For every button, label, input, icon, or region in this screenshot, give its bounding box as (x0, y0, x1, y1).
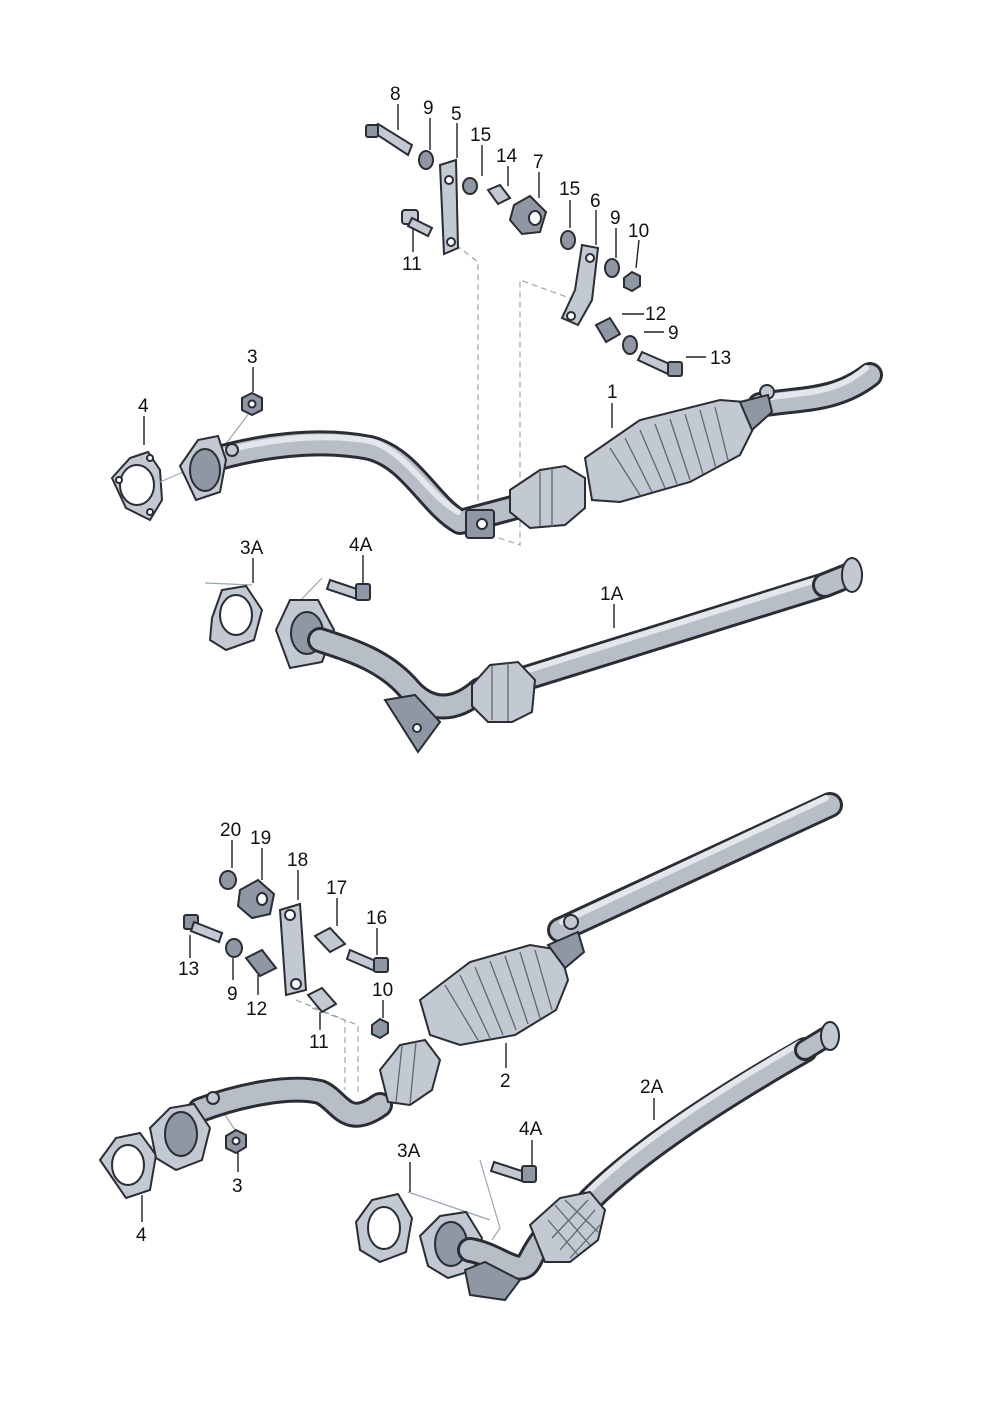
guide-line (407, 1191, 491, 1221)
label-12: 12 (246, 999, 267, 1020)
label-3: 3 (247, 347, 258, 368)
washer-icon (604, 258, 620, 278)
label-2: 2 (500, 1071, 511, 1092)
label-4: 4 (138, 396, 149, 417)
exhaust-pipe-icon (457, 1021, 840, 1281)
label-12: 12 (645, 304, 666, 325)
label-19: 19 (250, 828, 271, 849)
label-8: 8 (390, 84, 401, 105)
label-3: 3 (232, 1176, 243, 1197)
label-1A: 1A (600, 584, 624, 605)
washer-icon (622, 335, 638, 355)
assembly-2 (98, 792, 843, 1200)
bolt-icon (636, 350, 683, 377)
leader-lines (141, 104, 706, 1222)
washer-icon (462, 177, 478, 195)
mount-guide-line (455, 244, 479, 520)
label-6: 6 (590, 191, 601, 212)
label-5: 5 (451, 104, 462, 125)
bolt-icon (345, 948, 389, 973)
nut-icon (623, 270, 641, 293)
mount-guide-line (311, 1007, 359, 1095)
spacer-sleeve-icon (594, 316, 622, 344)
flange-gasket-icon (110, 450, 164, 522)
label-17: 17 (326, 878, 347, 899)
catalytic-converter-icon (418, 930, 586, 1047)
assembly-2A (354, 1021, 840, 1302)
label-20: 20 (220, 820, 241, 841)
spacer-sleeve-icon (244, 948, 278, 978)
exhaust-pipe-icon (187, 792, 843, 1128)
label-7: 7 (533, 152, 544, 173)
bracket-icon (278, 902, 308, 997)
pipe-flange-icon (148, 1102, 212, 1172)
spacer-sleeve-icon (313, 926, 347, 954)
bolt-icon (401, 209, 434, 238)
exhaust-pipe-icon (192, 362, 883, 535)
washer-icon (418, 150, 434, 170)
label-2A: 2A (640, 1077, 664, 1098)
rubber-mount-icon (236, 878, 276, 920)
spacer-sleeve-icon (486, 183, 512, 206)
flange-gasket-icon (354, 1192, 414, 1264)
catalytic-converter-icon (509, 464, 586, 530)
assembly-1A (204, 557, 863, 754)
bracket-icon (560, 243, 600, 327)
rubber-mount-icon (508, 194, 548, 236)
label-4A: 4A (349, 535, 373, 556)
label-10: 10 (628, 221, 649, 242)
pipe-shield-icon (463, 1260, 522, 1302)
bolt-icon (325, 578, 371, 601)
washer-icon (560, 230, 576, 250)
bracket-icon (438, 158, 460, 256)
bolt-icon (365, 122, 414, 157)
spacer-sleeve-icon (306, 986, 338, 1014)
label-9: 9 (227, 984, 238, 1005)
label-3A: 3A (240, 538, 264, 559)
label-3A: 3A (397, 1141, 421, 1162)
flange-gasket-icon (208, 584, 264, 652)
label-13: 13 (178, 959, 199, 980)
label-18: 18 (287, 850, 308, 871)
washer-icon (225, 938, 243, 958)
guide-line (204, 582, 253, 586)
nut-icon (371, 1017, 389, 1040)
label-11: 11 (402, 254, 422, 275)
bolt-icon (489, 1160, 537, 1183)
label-13: 13 (710, 348, 731, 369)
label-11: 11 (309, 1032, 329, 1053)
part-number-labels: 8 9 5 15 14 7 11 15 6 9 10 12 9 13 1 3 4… (136, 84, 731, 1246)
bracket-icon (383, 693, 442, 754)
guide-line (479, 1159, 501, 1241)
catalytic-converter-icon (378, 1038, 442, 1107)
label-14: 14 (496, 146, 518, 167)
exhaust-pipe-icon (307, 557, 863, 720)
flex-section-icon (528, 1190, 607, 1263)
label-9: 9 (610, 208, 621, 229)
label-4A: 4A (519, 1119, 543, 1140)
label-10: 10 (372, 980, 393, 1001)
pipe-flange-icon (178, 434, 228, 502)
label-16: 16 (366, 908, 387, 929)
label-1: 1 (607, 382, 618, 403)
label-15: 15 (559, 179, 580, 200)
flange-gasket-icon (98, 1131, 158, 1200)
label-9: 9 (668, 323, 679, 344)
catalytic-converter-icon (583, 393, 774, 504)
catalytic-converter-icon (471, 660, 537, 723)
label-4: 4 (136, 1225, 147, 1246)
bolt-icon (183, 914, 224, 944)
label-9: 9 (423, 98, 434, 119)
label-15: 15 (470, 125, 491, 146)
mount-guide-line (489, 279, 576, 546)
washer-icon (219, 870, 237, 890)
assembly-1 (110, 122, 883, 546)
